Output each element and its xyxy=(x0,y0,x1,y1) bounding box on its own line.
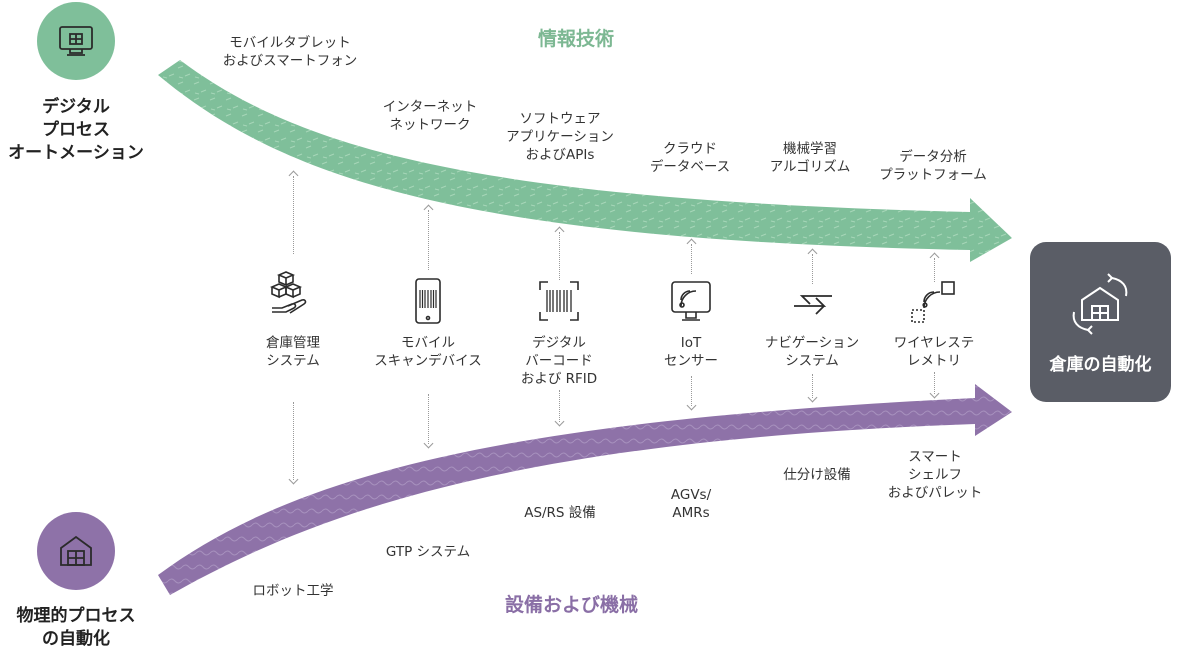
equipment-item-agv: AGVs/ AMRs xyxy=(670,487,712,521)
wifi-monitor-icon xyxy=(671,281,711,321)
equipment-item-gtp: GTP システム xyxy=(385,544,471,560)
equipment-item-sorting: 仕分け設備 xyxy=(783,467,851,483)
physical-title: 物理的プロセス の自動化 xyxy=(16,606,136,649)
warehouse-automation-box: 倉庫の自動化 xyxy=(1030,242,1171,402)
it-item-network: インターネット ネットワーク xyxy=(382,99,478,133)
it-heading: 情報技術 xyxy=(538,28,615,50)
equipment-item-shelf: スマート シェルフ およびパレット xyxy=(887,449,983,501)
middle-item-telemetry: ワイヤレステ レメトリ xyxy=(893,335,975,369)
digital-circle xyxy=(37,2,115,80)
barcode-scan-icon xyxy=(539,281,579,321)
two-way-arrows-icon xyxy=(794,295,832,315)
phone-barcode-icon xyxy=(415,278,441,324)
monitor-warehouse-icon xyxy=(59,26,93,56)
warehouse-icon xyxy=(60,535,92,566)
it-item-ml: 機械学習 アルゴリズム xyxy=(769,141,851,175)
middle-item-scanner: モバイル スキャンデバイス xyxy=(374,335,482,369)
boxes-hand-icon xyxy=(269,271,307,314)
middle-item-wms: 倉庫管理 システム xyxy=(266,335,320,369)
it-item-software: ソフトウェア アプリケーション およびAPIs xyxy=(506,111,614,163)
it-item-mobile: モバイルタブレット およびスマートフォン xyxy=(222,35,358,69)
warehouse-automation-label: 倉庫の自動化 xyxy=(1049,355,1152,375)
wireless-signal-icon xyxy=(911,281,955,323)
it-item-analytics: データ分析 プラットフォーム xyxy=(879,149,987,183)
physical-circle xyxy=(37,512,115,590)
purple-arrow xyxy=(158,384,1012,595)
it-item-cloud: クラウド データベース xyxy=(649,141,731,175)
equipment-heading: 設備および機械 xyxy=(505,594,639,616)
equipment-item-asrs: AS/RS 設備 xyxy=(524,505,596,521)
green-arrow xyxy=(158,60,1012,262)
digital-title: デジタル プロセス オートメーション xyxy=(8,97,144,163)
warehouse-cycle-icon xyxy=(1072,273,1128,335)
middle-item-navigation: ナビゲーション システム xyxy=(764,335,860,369)
equipment-item-robotics: ロボット工学 xyxy=(252,583,334,599)
middle-item-barcode: デジタル バーコード および RFID xyxy=(520,335,598,387)
middle-item-iot: IoT センサー xyxy=(664,335,718,369)
